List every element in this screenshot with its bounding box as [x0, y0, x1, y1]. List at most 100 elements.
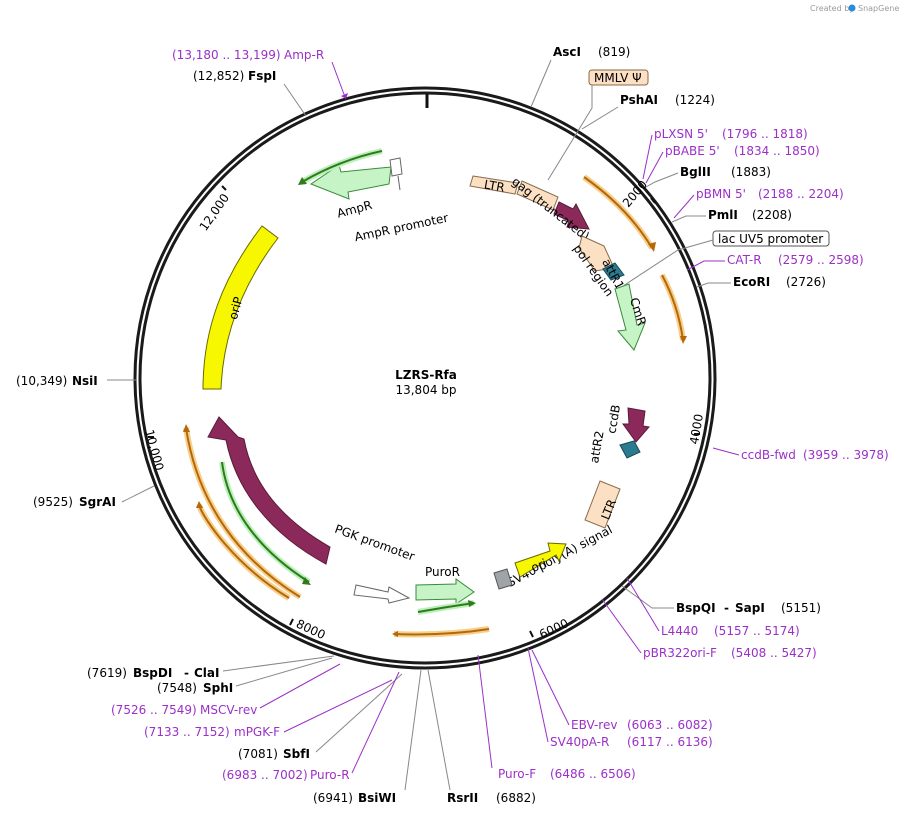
- primer-catr-name: CAT-R: [727, 253, 762, 267]
- primer-sv40par-range: (6117 .. 6136): [627, 735, 713, 749]
- site-sphi-name: SphI: [203, 681, 233, 695]
- site-pshai-pos: (1224): [675, 93, 715, 107]
- tick-mark-6000: [529, 630, 534, 638]
- site-fspi-pos: (12,852): [193, 69, 244, 83]
- primer-mscvrev-name: MSCV-rev: [200, 703, 257, 717]
- orf-arc-3: [393, 628, 490, 636]
- ebna1-green-arc: [221, 461, 310, 583]
- tick-10000: 10,000: [142, 428, 166, 472]
- primer-pbr322-range: (5408 .. 5427): [731, 646, 817, 660]
- puror-feature: [415, 578, 475, 605]
- orf-arc-1: [583, 176, 653, 249]
- tick-4000: 4000: [687, 413, 706, 446]
- cmr-feature: [614, 283, 646, 351]
- pgk-promoter-feature: [353, 584, 411, 604]
- ebna1-feature: [207, 416, 331, 565]
- primer-mpgkf-leader: [283, 679, 393, 733]
- site-bsiwi-name: BsiWI: [358, 791, 396, 805]
- site-bspdi-pos: (7619): [87, 666, 127, 680]
- site-pshai-leader: [581, 106, 619, 130]
- primer-sv40par-leader: [527, 647, 549, 743]
- ccdb-feature: [622, 407, 650, 443]
- site-bglii-pos: (1883): [731, 165, 771, 179]
- restriction-sites: AscI (819) PshAI (1224) BglII (1883) Pml…: [16, 45, 826, 805]
- primer-pbmn-name: pBMN 5': [696, 187, 746, 201]
- primer-ebvrev-name: EBV-rev: [571, 718, 617, 732]
- puror-label: PuroR: [425, 565, 460, 579]
- primer-l4440-leader: [626, 577, 660, 632]
- lac-uv5-leader: [622, 239, 714, 287]
- ampr-feature: [309, 164, 392, 200]
- attr1-feature: [602, 262, 625, 281]
- site-sgrai-name: SgrAI: [79, 495, 116, 509]
- primer-catr-range: (2579 .. 2598): [778, 253, 864, 267]
- site-rsrii-name: RsrII: [447, 791, 478, 805]
- ccdb-label: ccdB: [604, 404, 623, 435]
- primer-sv40par-name: SV40pA-R: [550, 735, 609, 749]
- mmlv-psi-feature: [516, 180, 559, 211]
- gag-feature: [553, 201, 590, 230]
- sv40-pa-feature: [493, 568, 513, 590]
- tick-12000: 12,000: [197, 191, 233, 233]
- primer-pbmn-leader: [673, 194, 695, 219]
- ltr-top-label: LTR: [483, 177, 506, 194]
- primer-mpgkf-range: (7133 .. 7152): [144, 725, 230, 739]
- ampr-green-head: [298, 177, 307, 185]
- primer-catr-leader: [686, 260, 725, 271]
- backbone-inner: [138, 91, 712, 665]
- gag-label: gag (truncated): [509, 174, 592, 243]
- site-bglii-leader: [645, 172, 679, 188]
- site-asci-leader: [530, 59, 552, 108]
- snapgene-logo-icon: [848, 4, 856, 12]
- primer-pbmn-range: (2188 .. 2204): [758, 187, 844, 201]
- site-sphi-leader: [235, 657, 333, 687]
- orf-arc-2-glow: [659, 273, 686, 341]
- ampr-promoter-leader: [397, 175, 401, 191]
- primer-pbr322-leader: [601, 598, 642, 654]
- mmlv-psi-box: [588, 69, 649, 86]
- primer-ampr-name: Amp-R: [284, 48, 324, 62]
- primer-purof-range: (6486 .. 6506): [550, 767, 636, 781]
- site-bglii-name: BglII: [680, 165, 711, 179]
- primer-puror-name: Puro-R: [310, 768, 350, 782]
- site-nsii-name: NsiI: [72, 374, 98, 388]
- primer-mscvrev-range: (7526 .. 7549): [111, 703, 197, 717]
- primer-ccdbfwd-leader: [712, 447, 740, 456]
- ori-feature: [514, 542, 567, 578]
- primer-plxsn-name: pLXSN 5': [654, 127, 708, 141]
- site-bsiwi-leader: [404, 669, 422, 791]
- primer-ampr-range: (13,180 .. 13,199): [172, 48, 281, 62]
- ltr-top-feature: [469, 175, 519, 195]
- mmlv-psi-label: MMLV Ψ: [594, 71, 642, 85]
- site-ecori-leader: [696, 282, 731, 288]
- primer-puror-range: (6983 .. 7002): [222, 768, 308, 782]
- orf-arc-5: [198, 504, 290, 599]
- pgk-promoter-label: PGK promoter: [333, 522, 417, 564]
- ebna1-green-glow: [219, 461, 311, 585]
- site-sbfi-name: SbfI: [283, 747, 310, 761]
- puror-underline-head: [468, 600, 476, 607]
- tick-mark-8000: [289, 618, 294, 626]
- site-pmli-name: PmlI: [708, 208, 738, 222]
- ampr-label: AmpR: [335, 198, 373, 221]
- tick-mark-12000: [221, 185, 227, 191]
- site-nsii-pos: (10,349): [16, 374, 67, 388]
- site-clai-name: ClaI: [194, 666, 219, 680]
- site-sphi-pos: (7548): [157, 681, 197, 695]
- site-sbfi-pos: (7081): [238, 747, 278, 761]
- primer-sites: (13,180 .. 13,199) Amp-R pLXSN 5' (1796 …: [111, 48, 889, 782]
- ampr-promoter-label: AmpR promoter: [353, 211, 449, 245]
- site-sgrai-leader: [121, 485, 155, 503]
- mmlv-psi-leader: [547, 85, 593, 181]
- site-bspdi-leader: [222, 655, 335, 672]
- lac-uv5-box: [712, 230, 830, 247]
- orf-arc-5-head: [196, 501, 203, 508]
- site-rsrii-pos: (6882): [496, 791, 536, 805]
- site-bspqi-sep: -: [724, 601, 729, 615]
- site-pshai-name: PshAI: [620, 93, 658, 107]
- orf-arcs: [183, 174, 686, 638]
- primer-plxsn-leader: [642, 134, 653, 180]
- orip-feature: [202, 225, 279, 390]
- primer-ampr-leader: [331, 61, 346, 98]
- primer-puror-leader: [351, 671, 400, 774]
